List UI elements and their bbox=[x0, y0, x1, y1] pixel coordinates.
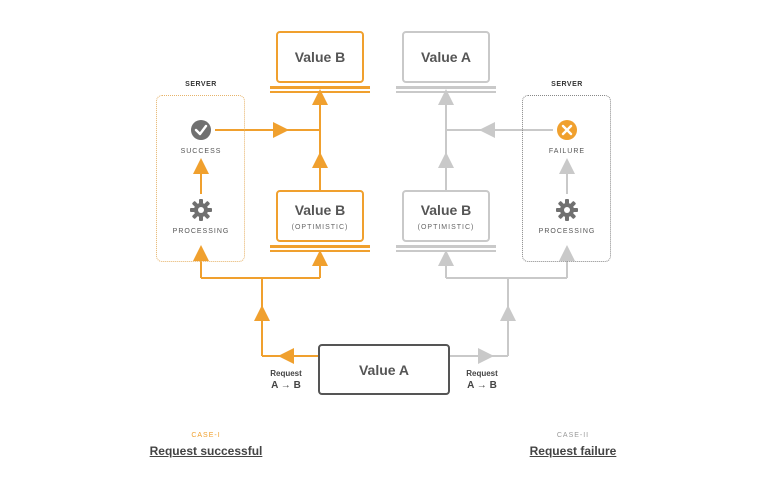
x-circle-icon bbox=[557, 120, 577, 140]
case1-final-laptop-base-line bbox=[270, 91, 370, 93]
case1-request-line1: Request bbox=[270, 369, 302, 378]
case1-server-box bbox=[156, 95, 245, 262]
case1-request-line2: A → B bbox=[271, 380, 301, 391]
case1-request-label: Request A → B bbox=[261, 369, 311, 391]
case1-title: Request successful bbox=[149, 444, 263, 458]
case1-optimistic-laptop: Value B (OPTIMISTIC) bbox=[276, 190, 364, 242]
case2-final-laptop: Value A bbox=[402, 31, 490, 83]
case2-server-title: SERVER bbox=[551, 81, 583, 88]
case1-final-laptop: Value B bbox=[276, 31, 364, 83]
case2-request-label: Request A → B bbox=[457, 369, 507, 391]
case2-request-line2: A → B bbox=[467, 380, 497, 391]
case2-request-line1: Request bbox=[466, 369, 498, 378]
case2-title: Request failure bbox=[529, 444, 617, 458]
case1-success-label: SUCCESS bbox=[180, 148, 222, 155]
case2-optimistic-laptop-base-line bbox=[396, 250, 496, 252]
case1-optimistic-value: Value B bbox=[294, 201, 346, 218]
case1-server-title: SERVER bbox=[185, 81, 217, 88]
check-circle-icon bbox=[191, 120, 211, 140]
center-value: Value A bbox=[358, 361, 410, 378]
case2-connectors bbox=[438, 89, 575, 364]
case1-final-laptop-base bbox=[270, 86, 370, 89]
case1-optimistic-laptop-base-line bbox=[270, 250, 370, 252]
case1-final-value: Value B bbox=[294, 49, 346, 65]
case2-final-laptop-base bbox=[396, 86, 496, 89]
case2-label: CASE-II bbox=[556, 432, 590, 439]
case2-final-value: Value A bbox=[420, 49, 472, 65]
case2-optimistic-value: Value B bbox=[420, 201, 472, 218]
case2-optimistic-laptop-base bbox=[396, 245, 496, 248]
case1-optimistic-laptop-base bbox=[270, 245, 370, 248]
case2-processing-label: PROCESSING bbox=[538, 228, 596, 235]
case1-optimistic-label: (OPTIMISTIC) bbox=[291, 223, 349, 231]
case2-optimistic-label: (OPTIMISTIC) bbox=[417, 223, 475, 231]
case2-server-box bbox=[522, 95, 611, 262]
case1-connectors bbox=[193, 89, 328, 364]
case2-final-laptop-base-line bbox=[396, 91, 496, 93]
gear-icon bbox=[190, 199, 212, 221]
case1-processing-label: PROCESSING bbox=[172, 228, 230, 235]
gear-icon bbox=[556, 199, 578, 221]
case1-label: CASE-I bbox=[191, 432, 221, 439]
center-value-box: Value A bbox=[318, 344, 450, 395]
case2-failure-label: FAILURE bbox=[548, 148, 586, 155]
case2-optimistic-laptop: Value B (OPTIMISTIC) bbox=[402, 190, 490, 242]
